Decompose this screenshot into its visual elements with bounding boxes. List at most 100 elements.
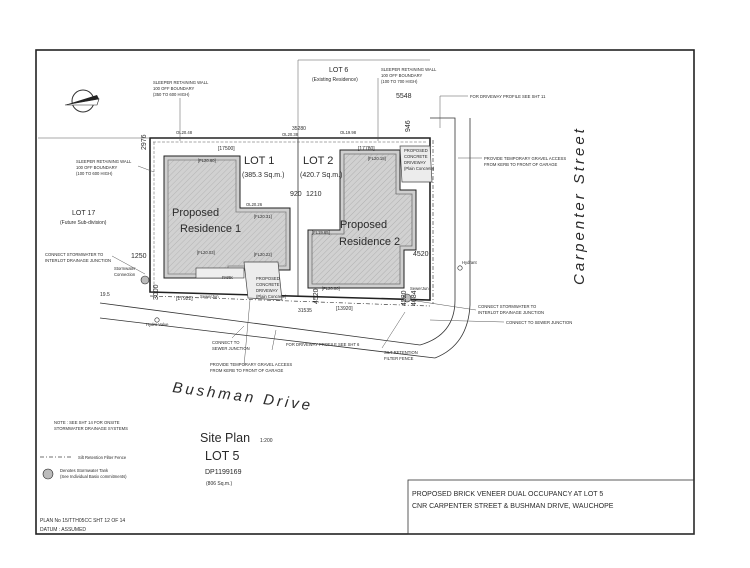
svg-text:SEWER JUNCTION: SEWER JUNCTION xyxy=(212,346,250,351)
leader-lines xyxy=(111,78,505,367)
svg-text:PARK: PARK xyxy=(222,275,233,280)
svg-text:CONNECT TO SEWER JUNCTION: CONNECT TO SEWER JUNCTION xyxy=(506,320,572,325)
svg-text:1210: 1210 xyxy=(306,191,322,198)
svg-text:PROVIDE TEMPORARY GRAVEL ACCES: PROVIDE TEMPORARY GRAVEL ACCESS xyxy=(484,156,566,161)
stormwater-tank-1-icon xyxy=(140,275,150,285)
stormwater-tank-2-icon xyxy=(402,293,412,303)
svg-text:SLEEPER RETAINING WALL: SLEEPER RETAINING WALL xyxy=(153,80,209,85)
svg-text:OL20.48: OL20.48 xyxy=(176,130,193,135)
carpenter-street-kerb-outer xyxy=(434,118,471,359)
svg-text:(Plain Concrete): (Plain Concrete) xyxy=(404,166,435,171)
svg-text:19.5: 19.5 xyxy=(100,292,110,298)
legend-note-1: NOTE : SEE SHT 14 FOR ONSITE xyxy=(54,420,120,425)
plan-number: PLAN No 15/TTH05CC SHT 12 OF 14 xyxy=(40,518,125,524)
svg-text:(350 TO 600 HIGH): (350 TO 600 HIGH) xyxy=(153,92,190,97)
dimensions: 35280 [17500] [17780] 5548 920 1210 1250… xyxy=(100,93,429,314)
svg-text:[17922]: [17922] xyxy=(176,296,193,302)
svg-text:SILT RETENTION: SILT RETENTION xyxy=(384,350,418,355)
svg-text:SLEEPER RETAINING WALL: SLEEPER RETAINING WALL xyxy=(381,67,437,72)
svg-text:OL20.38: OL20.38 xyxy=(282,132,299,137)
legend-silt-label: Silt Retention Filter Fence xyxy=(78,455,127,460)
stormwater-tank-icon xyxy=(42,468,54,480)
callouts: SLEEPER RETAINING WALL 100 OFF BOUNDARY … xyxy=(45,67,572,373)
svg-text:CONNECT TO: CONNECT TO xyxy=(212,340,240,345)
svg-text:[FL19.65]: [FL19.65] xyxy=(312,230,330,235)
svg-text:100 OFF BOUNDARY: 100 OFF BOUNDARY xyxy=(381,73,423,78)
svg-text:946: 946 xyxy=(405,120,412,132)
svg-text:PROVIDE TEMPORARY GRAVEL ACCES: PROVIDE TEMPORARY GRAVEL ACCESS xyxy=(210,362,292,367)
title-block-frame xyxy=(407,479,695,535)
residence-1-line2: Residence 1 xyxy=(180,223,241,235)
svg-text:35280: 35280 xyxy=(292,126,306,132)
silt-fence-front xyxy=(149,295,431,307)
residence-2 xyxy=(307,149,417,289)
carpenter-street-kerb xyxy=(419,117,456,346)
lot1-title: LOT 1 xyxy=(244,155,274,167)
svg-text:OL20.26: OL20.26 xyxy=(246,202,263,207)
site-plan-title: Site Plan 1:200 LOT 5 DP1199169 (806 Sq.… xyxy=(200,431,273,487)
lot6-boundary xyxy=(297,59,430,138)
svg-text:OL19.98: OL19.98 xyxy=(340,130,357,135)
lot17-title: LOT 17 xyxy=(72,210,95,217)
svg-text:FOR DRIVEWAY PROFILE SEE SHT 6: FOR DRIVEWAY PROFILE SEE SHT 6 xyxy=(286,342,360,347)
svg-text:FROM KERB TO FRONT OF GARAGE: FROM KERB TO FRONT OF GARAGE xyxy=(484,162,557,167)
svg-text:4684: 4684 xyxy=(411,290,418,306)
site-plan-lot: LOT 5 xyxy=(205,449,240,463)
legend-tank-label-2: (See Individual Basix commitments) xyxy=(60,474,127,479)
svg-text:[FL20.22]: [FL20.22] xyxy=(254,252,272,257)
legend: NOTE : SEE SHT 14 FOR ONSITE STORMWATER … xyxy=(40,420,128,480)
svg-text:100 OFF BOUNDARY: 100 OFF BOUNDARY xyxy=(76,165,118,170)
bushman-drive-kerb xyxy=(99,302,421,346)
residence-2-line2: Residence 2 xyxy=(339,236,400,248)
svg-text:(100 TO 700 HIGH): (100 TO 700 HIGH) xyxy=(381,79,418,84)
svg-text:INTERLOT DRAINAGE JUNCTION: INTERLOT DRAINAGE JUNCTION xyxy=(45,258,111,263)
svg-text:920: 920 xyxy=(290,191,302,198)
residence-1-porch xyxy=(195,267,245,279)
lot2-title: LOT 2 xyxy=(303,155,333,167)
title-line-2: CNR CARPENTER STREET & BUSHMAN DRIVE, WA… xyxy=(412,503,614,510)
driveway-2 xyxy=(399,145,433,183)
svg-text:[FL20.03]: [FL20.03] xyxy=(197,250,215,255)
svg-text:(100 TO 600 HIGH): (100 TO 600 HIGH) xyxy=(76,171,113,176)
svg-text:CONCRETE: CONCRETE xyxy=(256,282,280,287)
svg-text:DRIVEWAY: DRIVEWAY xyxy=(404,160,426,165)
north-arrow-icon xyxy=(64,89,100,113)
svg-text:PROPOSED: PROPOSED xyxy=(256,276,280,281)
svg-text:FILTER FENCE: FILTER FENCE xyxy=(384,356,414,361)
site-plan-area: (806 Sq.m.) xyxy=(206,481,232,487)
svg-text:31535: 31535 xyxy=(298,308,312,314)
svg-text:Hydrant: Hydrant xyxy=(462,260,477,265)
svg-text:(Plain Concrete): (Plain Concrete) xyxy=(256,294,287,299)
carpenter-street-label: Carpenter Street xyxy=(571,126,588,285)
lot1-area: (385.3 Sq.m.) xyxy=(242,172,284,179)
svg-text:INTERLOT DRAINAGE JUNCTION: INTERLOT DRAINAGE JUNCTION xyxy=(478,310,544,315)
svg-text:4520: 4520 xyxy=(313,288,320,304)
residence-1 xyxy=(163,155,291,279)
svg-text:DRIVEWAY: DRIVEWAY xyxy=(256,288,278,293)
site-plan-scale: 1:200 xyxy=(260,438,273,444)
svg-text:1250: 1250 xyxy=(131,253,147,260)
bushman-drive-kerb-outer xyxy=(99,317,436,359)
hydrant-icon xyxy=(457,265,463,271)
svg-text:CONNECT STORMWATER TO: CONNECT STORMWATER TO xyxy=(45,252,104,257)
svg-text:[FL20.31]: [FL20.31] xyxy=(254,214,272,219)
residence-1-line1: Proposed xyxy=(172,207,219,219)
svg-text:[17780]: [17780] xyxy=(358,146,375,152)
residence-2-line1: Proposed xyxy=(340,219,387,231)
lot2-area: (420.7 Sq.m.) xyxy=(300,172,342,179)
svg-text:Connection: Connection xyxy=(114,272,136,277)
svg-text:2976: 2976 xyxy=(141,134,148,150)
svg-text:3000: 3000 xyxy=(153,284,160,300)
bushman-drive-label: Bushman Drive xyxy=(171,379,314,414)
svg-text:SewerJun: SewerJun xyxy=(200,294,219,299)
svg-text:5548: 5548 xyxy=(396,93,412,100)
svg-text:[FL20.60]: [FL20.60] xyxy=(198,158,216,163)
site-plan-heading: Site Plan xyxy=(200,431,250,445)
lot17-sub: (Future Sub-division) xyxy=(60,220,107,226)
svg-text:PROPOSED: PROPOSED xyxy=(404,148,428,153)
hydro-valve-icon xyxy=(154,317,160,323)
svg-text:Stormwater: Stormwater xyxy=(114,266,136,271)
driveway-1 xyxy=(243,261,283,301)
